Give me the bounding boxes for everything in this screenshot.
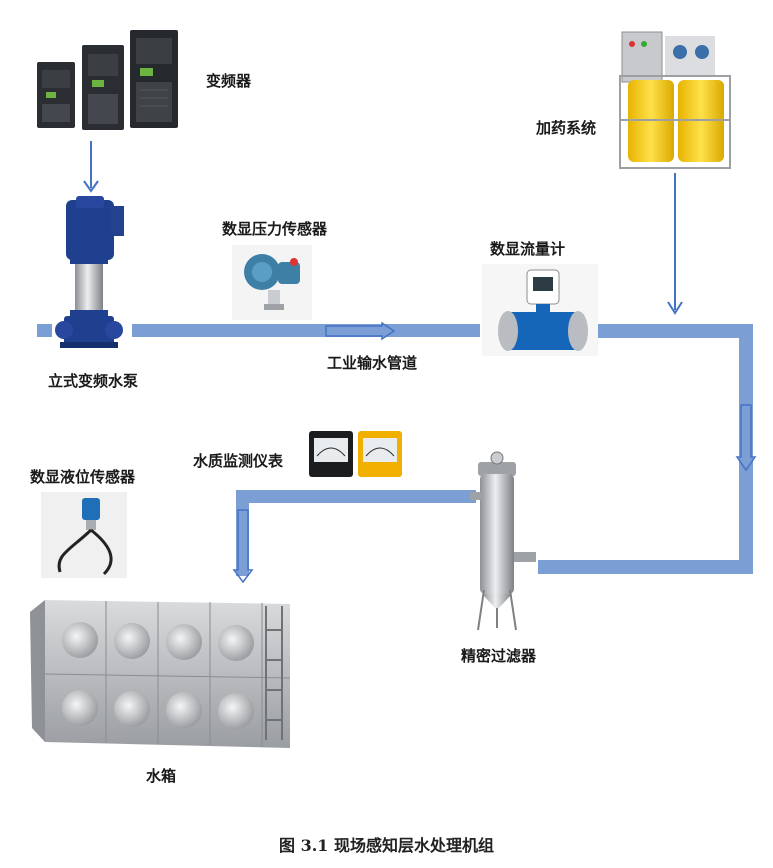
arrow-dosing-to-pipe xyxy=(667,173,683,315)
precision-filter-image xyxy=(470,451,536,631)
dosing-label: 加药系统 xyxy=(536,119,597,137)
water-tank-image xyxy=(30,600,291,748)
pipe-label: 工业输水管道 xyxy=(327,354,418,372)
pump-image xyxy=(55,196,124,348)
pipe-pump-stub xyxy=(37,324,52,337)
pipe-pump-to-meter xyxy=(132,324,480,337)
level-sensor-image xyxy=(41,492,127,578)
arrow-pipe-flow-right xyxy=(325,321,396,341)
pressure-sensor-image xyxy=(232,245,312,320)
water-quality-meter-image xyxy=(309,431,402,477)
pipe-right-vertical xyxy=(739,324,753,574)
flow-arrows xyxy=(83,141,757,584)
water-quality-label: 水质监测仪表 xyxy=(193,452,284,470)
pipe-left-vertical xyxy=(236,490,249,576)
vfd-image xyxy=(37,30,178,130)
pipe-bottom-to-filter xyxy=(538,560,753,574)
pipe-filter-to-left xyxy=(236,490,476,503)
arrow-vfd-to-pump xyxy=(83,141,99,193)
pipe-network xyxy=(37,324,753,576)
tank-label: 水箱 xyxy=(146,767,177,785)
pressure-sensor-label: 数显压力传感器 xyxy=(222,220,328,238)
arrow-pipe-flow-down-right xyxy=(735,404,757,472)
pipe-meter-to-right xyxy=(595,324,753,338)
flow-meter-label: 数显流量计 xyxy=(490,240,566,258)
level-sensor-label: 数显液位传感器 xyxy=(30,468,136,486)
pump-label: 立式变频水泵 xyxy=(48,372,139,390)
dosing-system-image xyxy=(619,31,731,169)
tank-ladder xyxy=(265,606,283,740)
figure-caption: 图 3.1 现场感知层水处理机组 xyxy=(279,836,494,855)
vfd-label: 变频器 xyxy=(206,72,252,90)
flow-meter-image xyxy=(482,264,598,356)
arrow-pipe-flow-down-left xyxy=(232,509,254,584)
tank-panels xyxy=(44,601,291,747)
filter-label: 精密过滤器 xyxy=(461,647,537,665)
